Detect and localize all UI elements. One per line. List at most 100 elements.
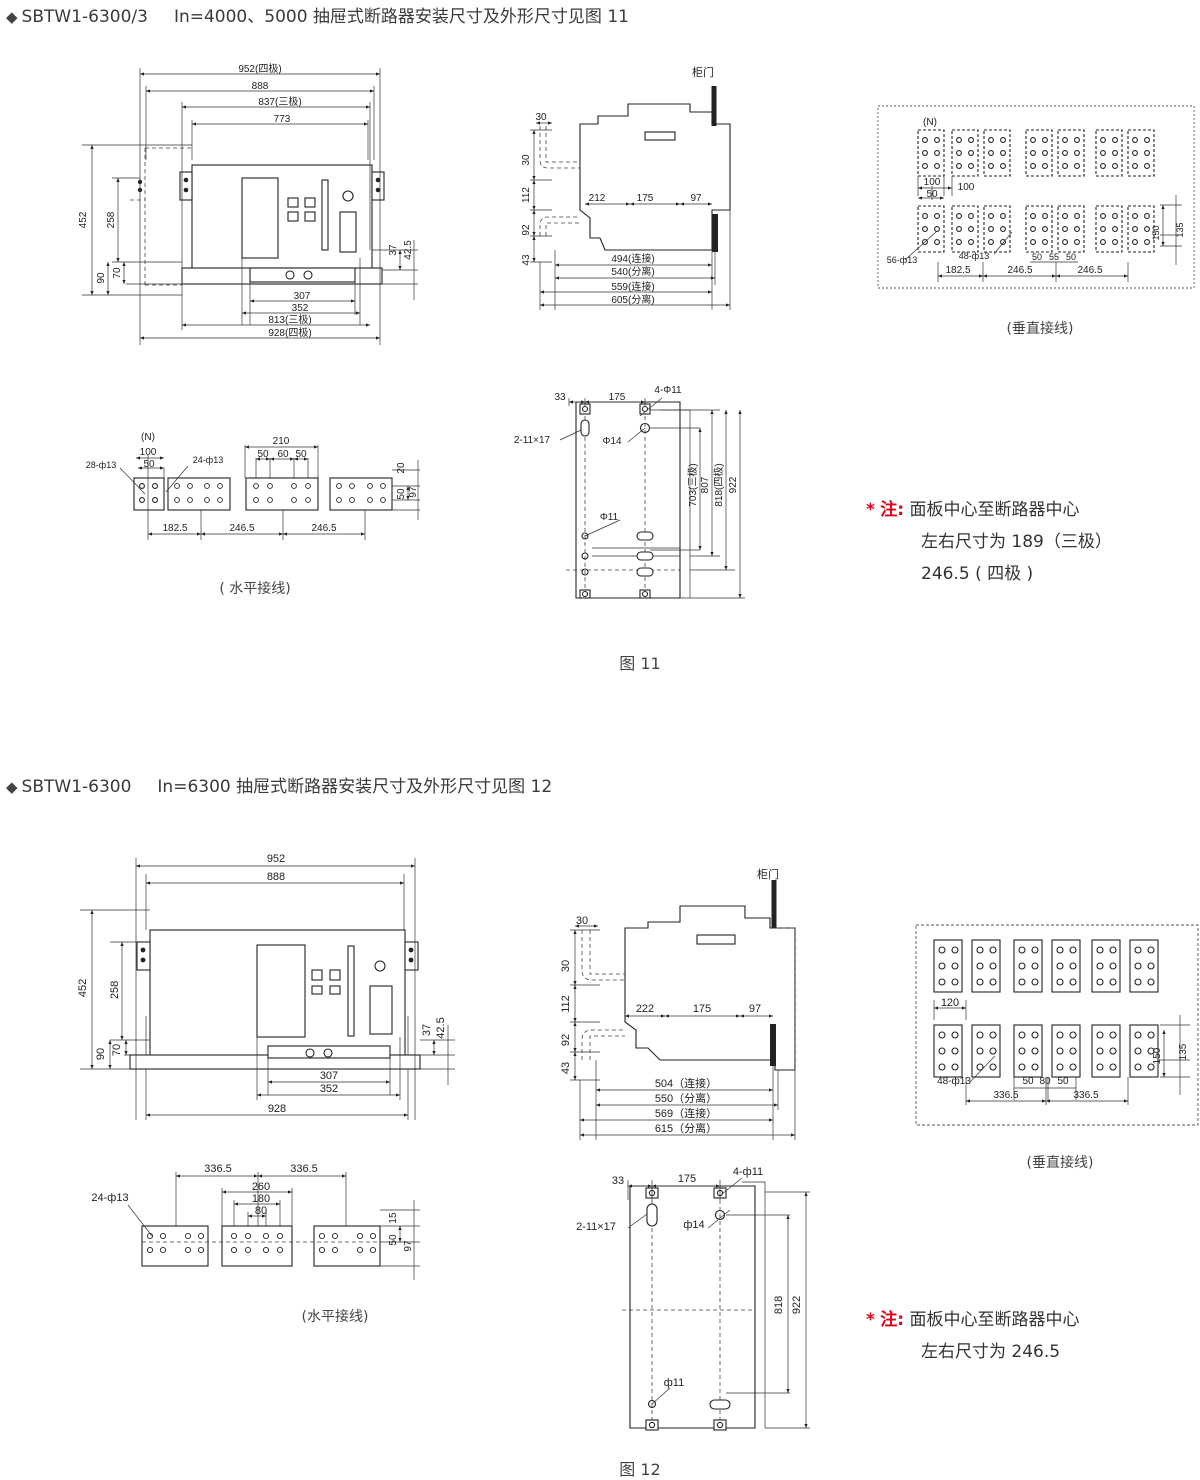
phi-14: ф14 — [683, 1219, 704, 1231]
dim-50: 50 — [926, 189, 938, 200]
dim-888: 888 — [267, 871, 285, 883]
dim-43: 43 — [521, 254, 532, 266]
dim-773: 773 — [274, 114, 291, 125]
dim-37: 37 — [421, 1024, 433, 1036]
dim-550: 550（分离） — [655, 1091, 717, 1105]
dim-540: 540(分离) — [611, 265, 654, 278]
dim-928: 928 — [268, 1103, 286, 1115]
dim-42-5: 42.5 — [403, 240, 414, 260]
dim-33: 33 — [554, 392, 566, 403]
dim-135: 135 — [1175, 222, 1185, 237]
dim-246-5a: 246.5 — [1007, 265, 1032, 276]
fig12-front-view: 952 888 452 258 90 70 37 42.5 307 352 92… — [77, 853, 455, 1120]
dim-50: 50 — [143, 459, 155, 470]
dim-246-5a: 246.5 — [229, 523, 254, 534]
dim-100: 100 — [140, 447, 157, 458]
dim-97: 97 — [749, 1003, 761, 1015]
note-line3: 246.5 ( 四极 ) — [921, 564, 1034, 584]
dim-928: 928(四极) — [268, 326, 311, 339]
note-line2: 左右尺寸为 246.5 — [921, 1342, 1061, 1362]
dim-494: 494(连接) — [611, 252, 654, 265]
dim-504: 504（连接） — [655, 1077, 717, 1090]
dim-258: 258 — [109, 981, 121, 999]
dim-42-5: 42.5 — [435, 1017, 447, 1038]
dim-60: 60 — [277, 449, 289, 460]
diamond-bullet-icon: ◆ — [6, 778, 18, 796]
dim-70: 70 — [112, 267, 123, 279]
fig12-vertical-wiring: 120 48-ф13 50 80 50 336.5 336.5 150 135 — [915, 924, 1199, 1126]
dim-80: 80 — [1039, 1076, 1051, 1087]
dim-180: 180 — [252, 1193, 270, 1205]
dim-30b: 30 — [521, 154, 532, 166]
dim-336-5b: 336.5 — [1073, 1090, 1098, 1101]
dim-50: 50 — [388, 1234, 399, 1246]
fig11-vertical-wiring: (N) 100 50 100 56-ф13 48-ф13 182.5 246.5… — [877, 105, 1195, 289]
dim-818: 818(四极) — [712, 463, 725, 506]
cabinet-door-label: 柜门 — [692, 65, 714, 79]
holes-24: 24-ф13 — [91, 1192, 128, 1204]
note-star: * — [866, 1310, 875, 1330]
dim-813: 813(三极) — [268, 313, 311, 326]
fig11-front-view: 952(四极) 888 837(三极) 773 452 258 90 70 37… — [78, 62, 418, 345]
note-label: 注: — [880, 1310, 905, 1330]
phi-11: Φ11 — [600, 512, 619, 523]
dim-92: 92 — [521, 224, 532, 236]
horizontal-wiring-caption-1: ( 水平接线) — [219, 581, 291, 597]
dim-97: 97 — [408, 486, 419, 498]
dim-246-5b: 246.5 — [1077, 265, 1102, 276]
dim-50c: 50 — [1066, 252, 1076, 262]
dim-175: 175 — [693, 1003, 711, 1015]
dim-112: 112 — [521, 187, 532, 203]
note-label: 注: — [880, 500, 905, 520]
fig11-base-plate: 33 175 4-Φ11 2-11×17 Φ14 Φ11 703(三极) 807… — [514, 385, 745, 599]
section2-title: 抽屉式断路器安装尺寸及外形尺寸见图 12 — [236, 777, 553, 797]
dim-175: 175 — [609, 392, 626, 403]
dim-352: 352 — [292, 303, 309, 314]
dim-33: 33 — [612, 1175, 624, 1187]
holes-56: 56-ф13 — [887, 255, 917, 265]
dim-55: 55 — [1049, 252, 1059, 262]
fig12-base-plate: 33 175 4-ф11 2-11×17 ф14 ф11 818 922 — [576, 1166, 810, 1431]
dim-15: 15 — [388, 1212, 399, 1224]
dim-807: 807 — [700, 476, 711, 493]
dim-182-5: 182.5 — [162, 523, 187, 534]
dim-210: 210 — [273, 436, 290, 447]
dim-30a: 30 — [535, 112, 547, 123]
dim-212: 212 — [589, 193, 606, 204]
dim-90: 90 — [95, 1048, 107, 1060]
holes-4: 4-Φ11 — [654, 385, 682, 396]
dim-50a: 50 — [257, 449, 269, 460]
dim-50b: 50 — [1032, 252, 1042, 262]
dim-182-5: 182.5 — [945, 265, 970, 276]
n-label: (N) — [923, 117, 937, 128]
fig12-side-view: 柜门 30 30 112 92 43 222 175 97 504（连接） 55… — [560, 867, 796, 1140]
dim-50a: 50 — [1022, 1076, 1034, 1087]
dim-922: 922 — [791, 1296, 803, 1314]
dim-952: 952(四极) — [238, 62, 281, 75]
dim-888: 888 — [252, 81, 269, 92]
fig11-side-view: 柜门 30 30 112 92 43 212 175 97 494(连接) 54… — [521, 65, 731, 310]
dim-175: 175 — [637, 193, 654, 204]
dim-452: 452 — [78, 211, 89, 228]
horizontal-wiring-caption-2: (水平接线) — [301, 1309, 369, 1325]
dim-605: 605(分离) — [611, 293, 654, 306]
dim-260: 260 — [252, 1181, 270, 1193]
section2-note: * 注: 面板中心至断路器中心 左右尺寸为 246.5 — [866, 1304, 1080, 1368]
dim-100b: 100 — [958, 182, 975, 193]
note-star: * — [866, 500, 875, 520]
dim-952: 952 — [267, 853, 285, 865]
dim-92: 92 — [560, 1034, 572, 1046]
vertical-wiring-caption-1: (垂直接线) — [1006, 321, 1074, 337]
dim-97: 97 — [403, 1240, 414, 1252]
figure-11-caption: 图 11 — [619, 654, 661, 673]
dim-569: 569（连接） — [655, 1107, 717, 1120]
section2-rating: In=6300 — [157, 777, 231, 797]
dim-37: 37 — [388, 244, 399, 256]
n-label: (N) — [141, 432, 155, 443]
dim-336-5a: 336.5 — [204, 1163, 232, 1175]
dim-818: 818 — [773, 1296, 785, 1314]
dim-922: 922 — [728, 476, 739, 493]
dim-135: 135 — [1178, 1043, 1189, 1060]
